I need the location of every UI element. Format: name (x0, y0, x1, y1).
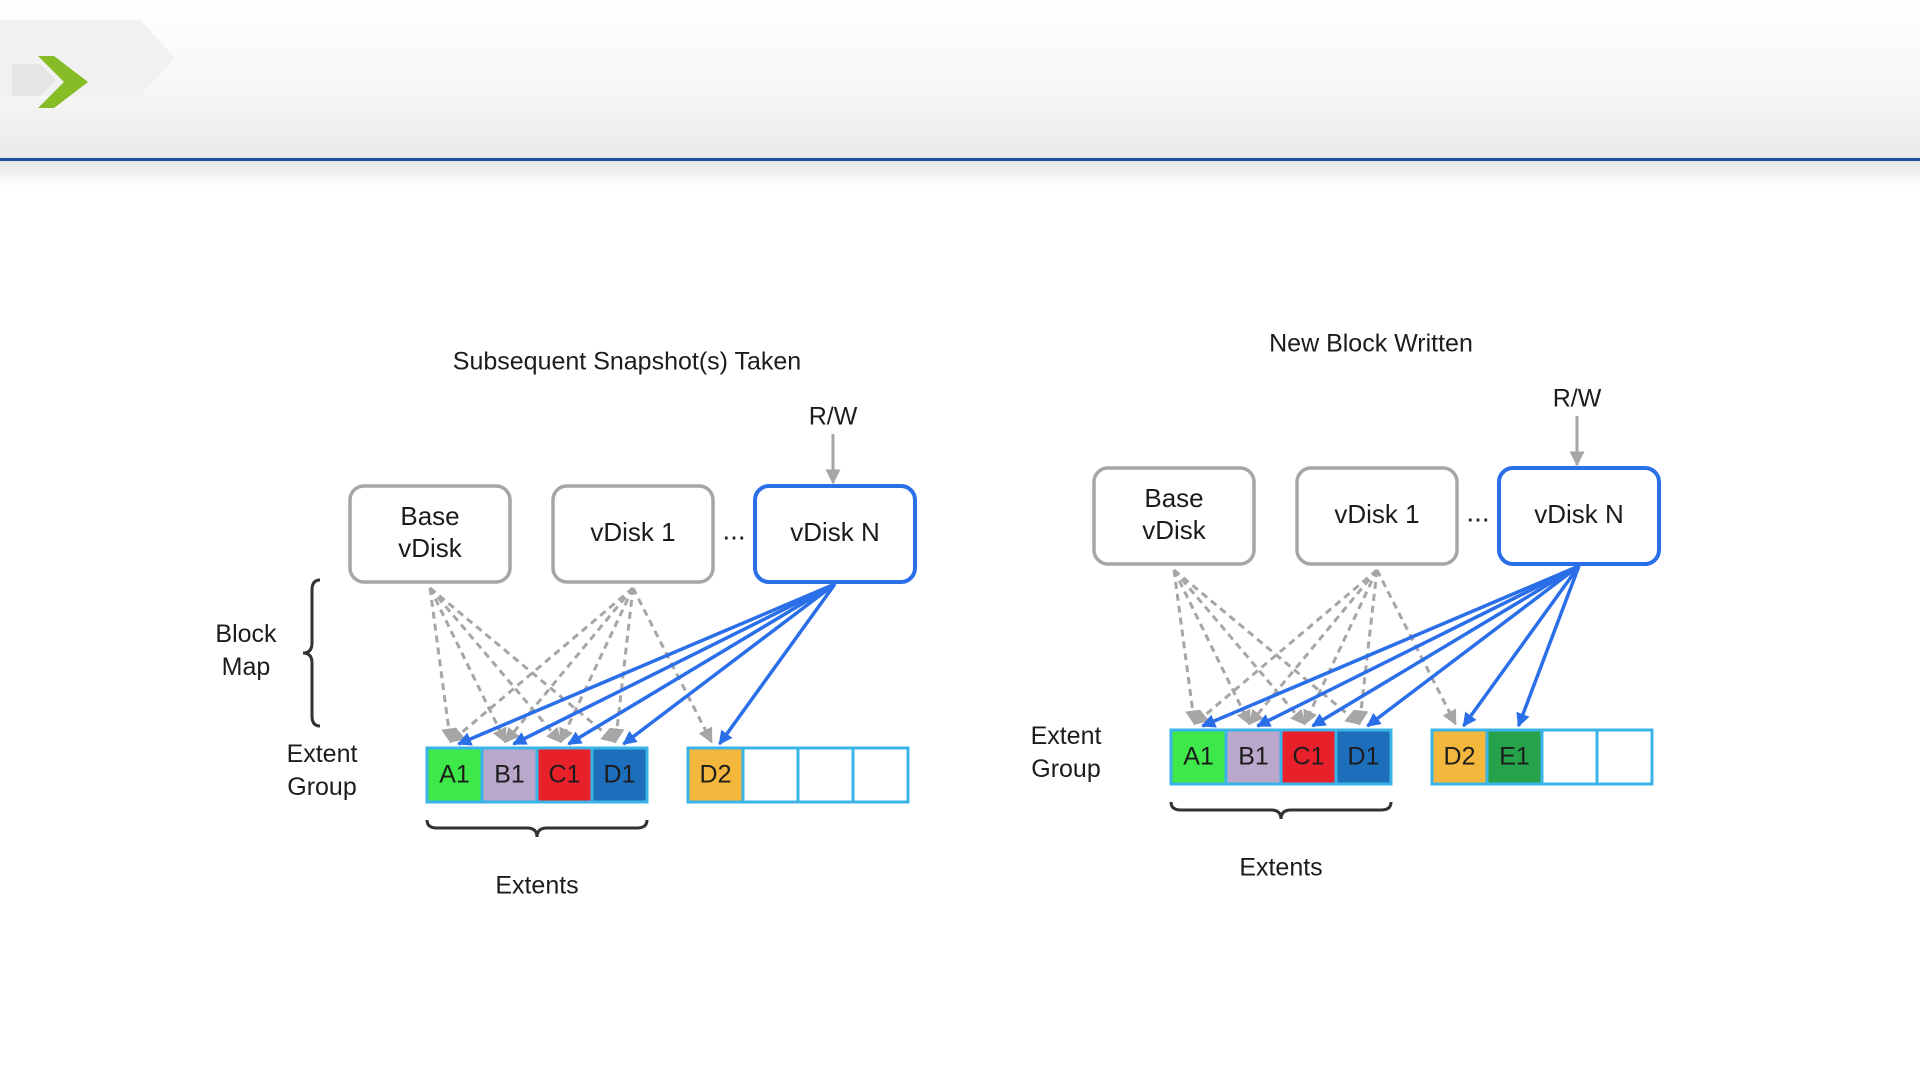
ellipsis: ... (1466, 496, 1489, 527)
block-map-ref-inactive (616, 588, 634, 742)
extent-cell (798, 748, 853, 802)
extent-group-1: A1 B1 C1 D1 (1171, 730, 1391, 784)
rw-label: R/W (809, 403, 858, 431)
extent-cell (743, 748, 798, 802)
extents-brace (1171, 802, 1391, 819)
extent-label: B1 (494, 761, 525, 789)
extent-cell (1542, 730, 1597, 784)
extent-label: D1 (604, 761, 636, 789)
extent-label: A1 (439, 761, 470, 789)
extent-group-2: D2 (688, 748, 908, 802)
extent-label: B1 (1238, 743, 1269, 771)
ellipsis: ... (722, 514, 745, 545)
vdisk-label: vDisk 1 (1334, 499, 1419, 529)
block-map-ref-active (1258, 566, 1580, 726)
vdisk-label: vDisk 1 (590, 517, 675, 547)
extent-label: A1 (1183, 743, 1214, 771)
rw-label: R/W (1553, 385, 1602, 413)
vdisk-label: vDisk N (1534, 499, 1624, 529)
extents-brace (427, 820, 647, 837)
extent-label: D2 (700, 761, 732, 789)
extents-label: Extents (1239, 854, 1322, 882)
extent-label: D2 (1444, 743, 1476, 771)
extent-label: C1 (549, 761, 581, 789)
panel-title: New Block Written (1269, 330, 1473, 358)
extent-label: E1 (1499, 743, 1530, 771)
extent-label: C1 (1293, 743, 1325, 771)
block-map-brace (303, 580, 320, 726)
extent-cell (853, 748, 908, 802)
extents-label: Extents (495, 872, 578, 900)
block-map-ref-inactive (1360, 570, 1378, 724)
extent-cell (1597, 730, 1652, 784)
extent-group-1: A1 B1 C1 D1 (427, 748, 647, 802)
block-map-ref-active (624, 584, 836, 744)
block-map-ref-active (514, 584, 836, 744)
extent-label: D1 (1348, 743, 1380, 771)
extent-group-2: D2 E1 (1432, 730, 1652, 784)
panel-title: Subsequent Snapshot(s) Taken (453, 348, 801, 376)
block-map-ref-inactive (561, 588, 634, 742)
vdisk-label: vDisk N (790, 517, 880, 547)
block-map-ref-inactive (1305, 570, 1378, 724)
